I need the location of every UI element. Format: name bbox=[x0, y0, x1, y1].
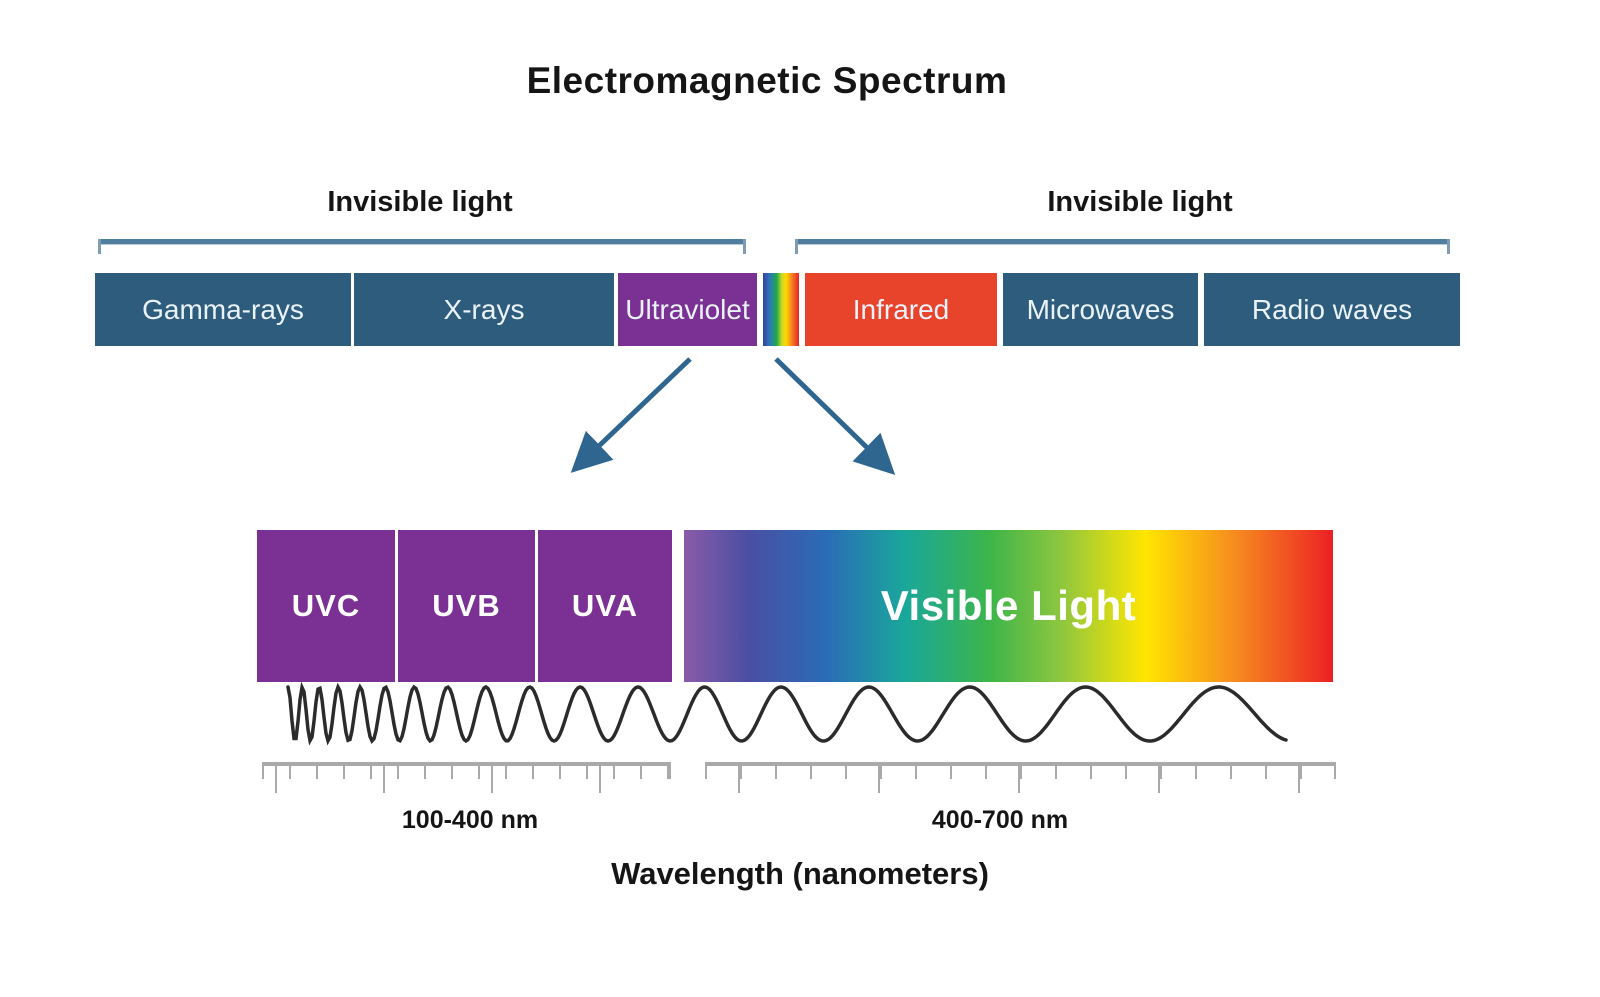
band-uvc: UVC bbox=[257, 530, 395, 682]
wavelength-axis-label: Wavelength (nanometers) bbox=[611, 856, 989, 891]
band-microwaves: Microwaves bbox=[1003, 273, 1198, 346]
scale-ruler-visible bbox=[705, 762, 1336, 793]
band-radio-waves: Radio waves bbox=[1204, 273, 1460, 346]
band-ultraviolet: Ultraviolet bbox=[618, 273, 757, 346]
invisible-light-bracket-right bbox=[795, 239, 1450, 259]
band-uvb: UVB bbox=[398, 530, 535, 682]
ruler-long-ticks bbox=[705, 762, 1336, 793]
band-uva: UVA bbox=[538, 530, 672, 682]
band-visible-light: Visible Light bbox=[684, 530, 1333, 682]
arrow-to-visible-detail bbox=[774, 357, 896, 475]
band-visible-rainbow-strip bbox=[763, 273, 799, 346]
invisible-light-bracket-left bbox=[98, 239, 746, 259]
invisible-light-label-left: Invisible light bbox=[327, 186, 513, 218]
uv-range-label: 100-400 nm bbox=[401, 806, 539, 834]
band-x-rays: X-rays bbox=[354, 273, 614, 346]
wavelength-wave-icon bbox=[286, 681, 1288, 746]
visible-range-label: 400-700 nm bbox=[931, 806, 1069, 834]
band-infrared: Infrared bbox=[805, 273, 997, 346]
scale-ruler-uv bbox=[262, 762, 671, 793]
invisible-light-label-right: Invisible light bbox=[1047, 186, 1233, 218]
ruler-long-ticks bbox=[262, 762, 671, 793]
page-title: Electromagnetic Spectrum bbox=[526, 60, 1008, 101]
band-gamma-rays: Gamma-rays bbox=[95, 273, 351, 346]
arrow-to-uv-detail bbox=[570, 357, 692, 473]
